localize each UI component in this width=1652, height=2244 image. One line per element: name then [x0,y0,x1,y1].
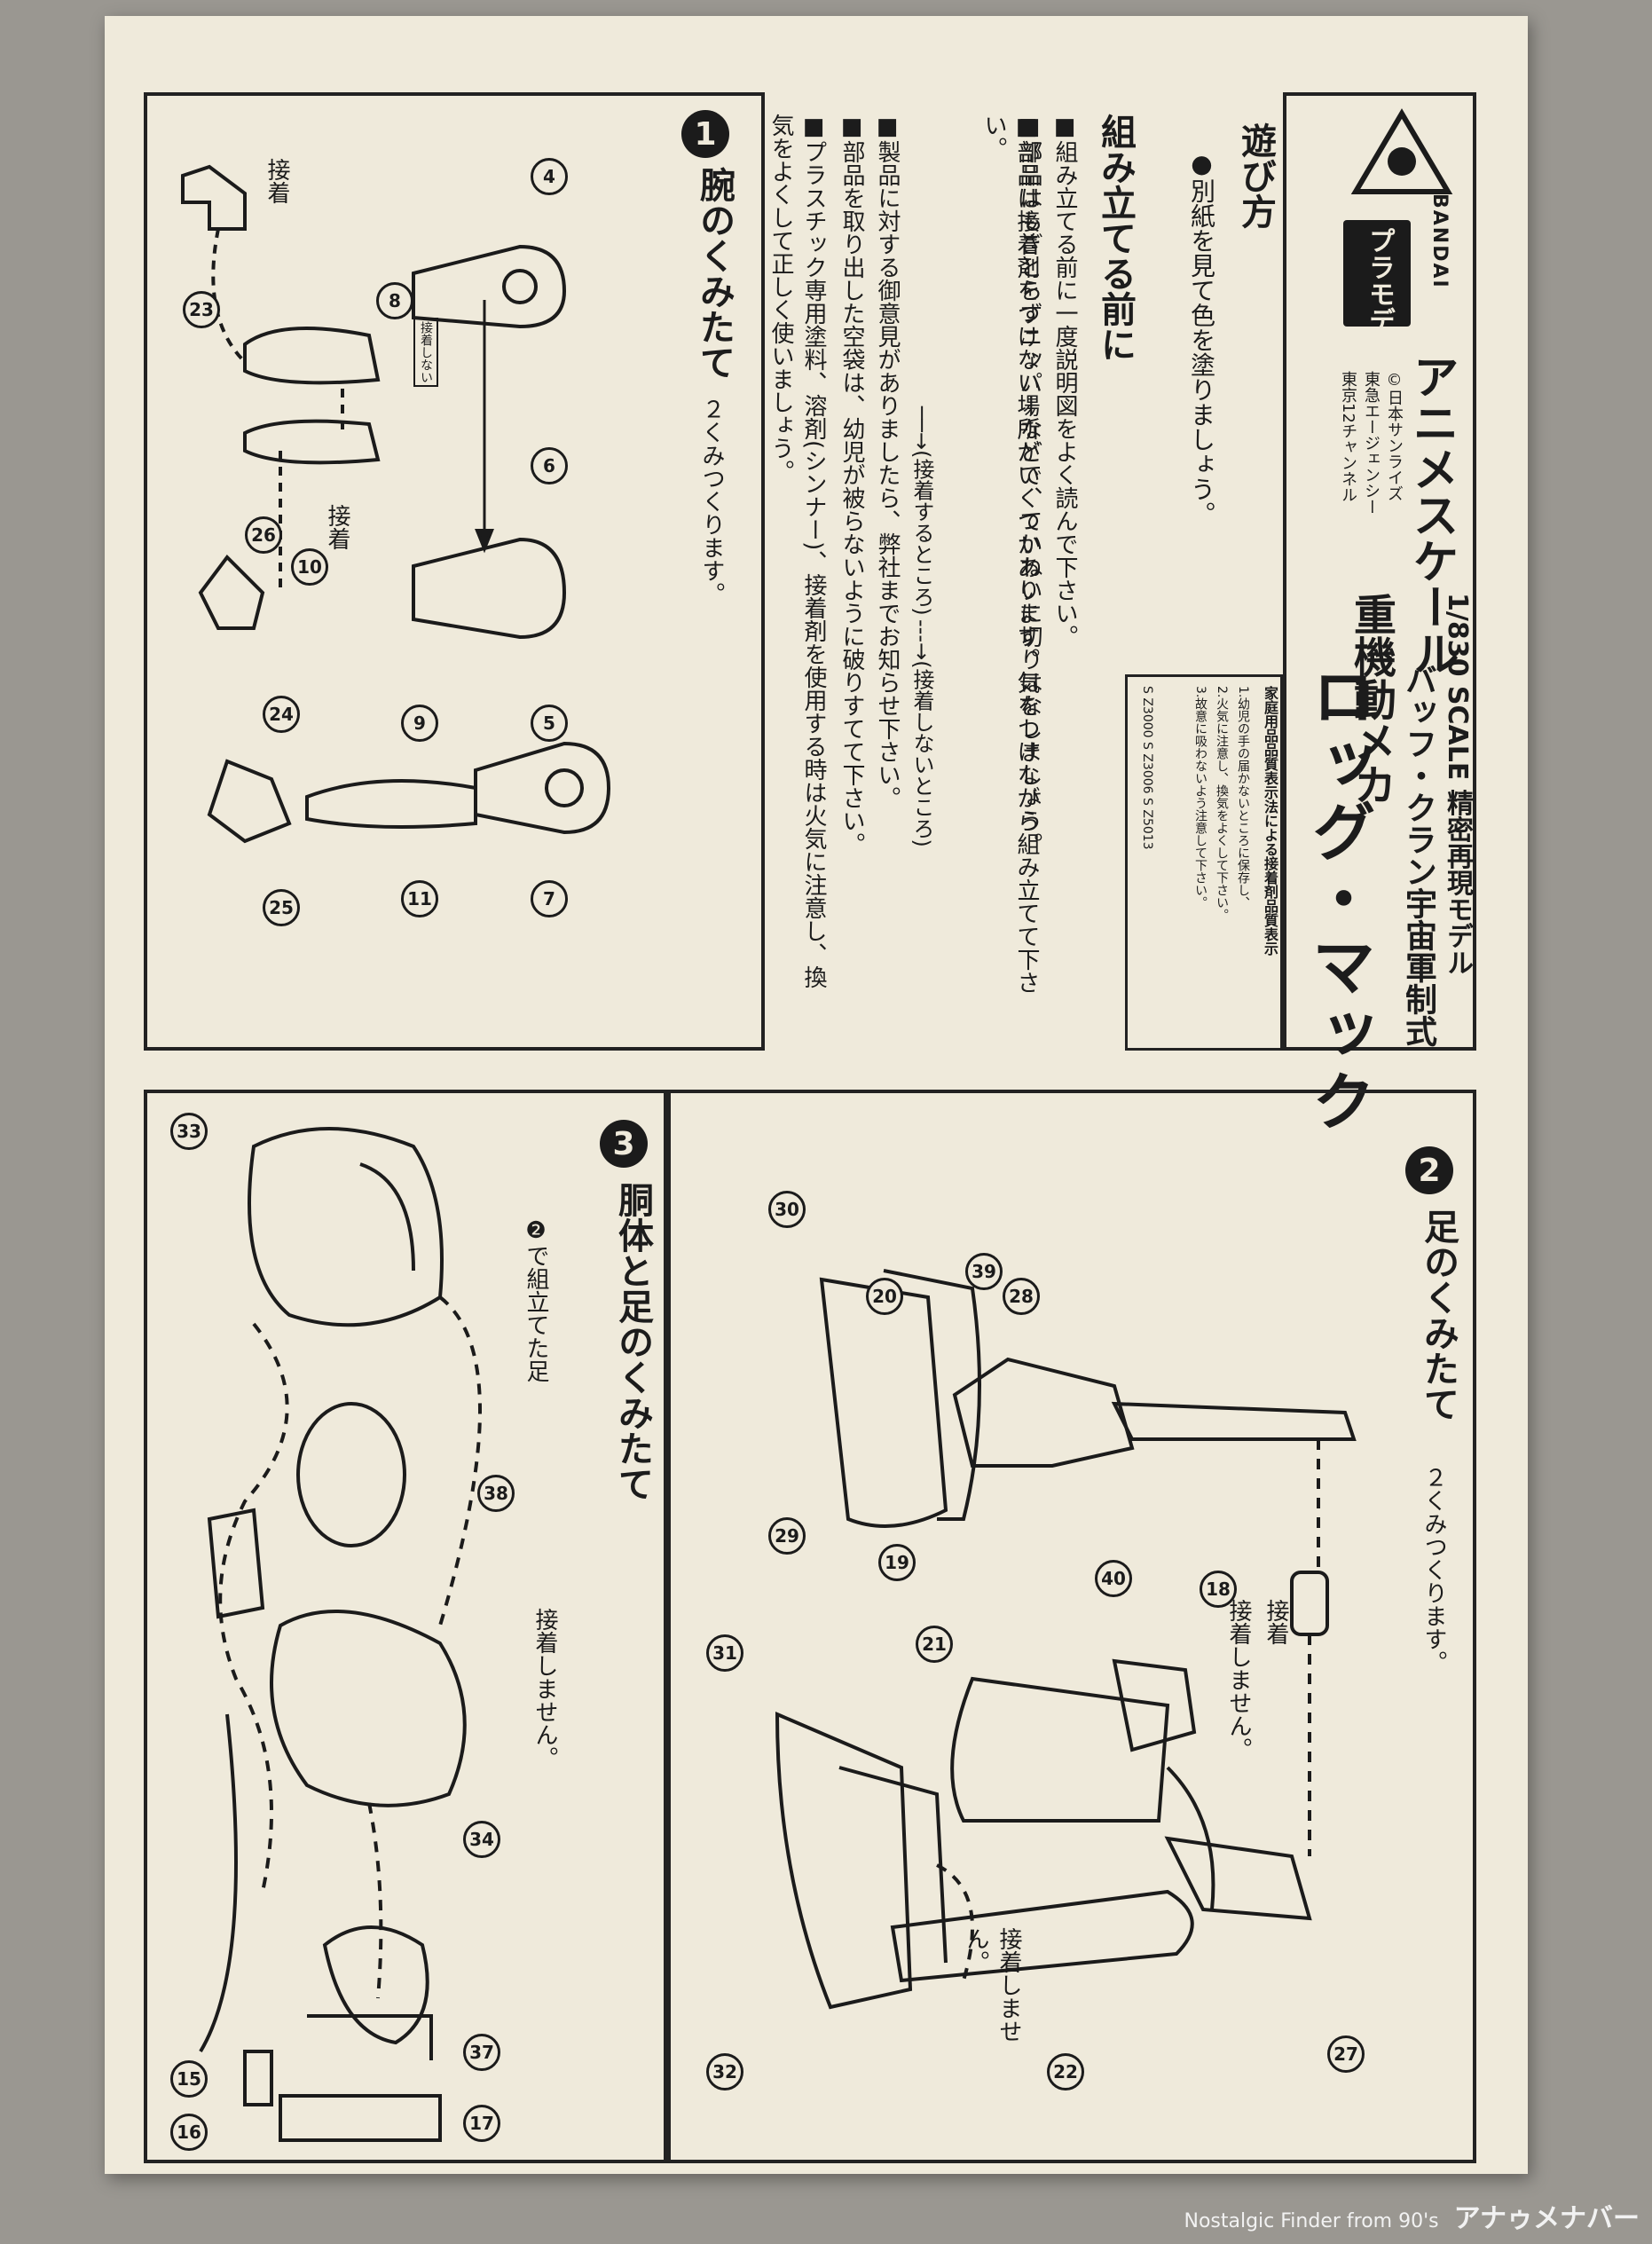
step2-title: 足のくみたて [1418,1209,1459,1421]
watermark-logo: アナゥメナバー [1453,2203,1640,2234]
brand-name: BANDAI [1428,193,1451,289]
step1-part-24: 24 [263,696,300,733]
mecha-type: 重機動メカ [1346,593,1396,806]
step2-panel: 2 足のくみたて ２くみつくります。 接着 接着しません。 接着しません。 [667,1090,1476,2163]
step3-title: 胴体と足のくみたて [612,1182,653,1501]
step1-part-6: 6 [531,447,568,484]
step2-noglue-label-2: 接着しません。 [963,1927,1022,2043]
safety-box: 家庭用品品質表示法による接着剤品質表示 1.幼児の手の届かないところに保存し、 … [1125,674,1283,1051]
before-item-4: ■製品に対する御意見がありましたら、弊社までお知らせ下さい。 [874,114,901,809]
step2-noglue-label: 接着しません。 [1225,1599,1252,1760]
step1-part-7: 7 [531,880,568,917]
howto-title: 遊び方 [1235,122,1276,229]
scale-text: 1/830 SCALE 精密再現モデル [1442,593,1473,976]
step2-part-31: 31 [706,1634,743,1672]
step1-part-25: 25 [263,889,300,926]
step2-part-40: 40 [1095,1560,1132,1597]
before-item-3: ■部品は接着剤をつけない場所がいくつかあります。気をつけながら組み立てて下さい。 [980,114,1040,994]
step1-glue-label-bottom: 接着 [324,504,350,550]
plamodel-badge: プラモデル [1343,220,1411,360]
safety-line-1: 1.幼児の手の届かないところに保存し、 [1236,686,1250,909]
step1-number: 1 [681,110,729,158]
safety-title: 家庭用品品質表示法による接着剤品質表示 [1262,686,1278,956]
step1-glue-label-top: 接着 [264,158,290,204]
step1-diagram [181,164,611,844]
before-title: 組み立てる前に [1095,114,1136,362]
step1-part-10: 10 [291,548,328,586]
before-legend-noglue: ‐‐‐→(接着しないところ) [909,619,934,847]
step1-part-26: 26 [245,516,282,554]
step1-part-23: 23 [183,291,220,328]
header-box: BANDAI プラモデル アニメスケール 1/830 SCALE 精密再現モデル… [1283,92,1476,1136]
copyright-text: ©日本サンライズ [1385,371,1404,501]
step3-panel: 3 胴体と足のくみたて ❷で組立てた足 接着しません。 [144,1090,667,2163]
step1-part-4: 4 [531,158,568,195]
before-item-6: ■プラスチック専用塗料、溶剤(シンナー)、接着剤を使用する時は火気に注意し、換気… [767,114,827,989]
step2-part-20: 20 [866,1278,903,1315]
bandai-emblem-icon [1350,108,1453,194]
channel-text: 東京12チャンネル [1339,371,1357,503]
step2-part-28: 28 [1003,1278,1040,1315]
before-item-1: ■組み立てる前に一度説明図をよく読んで下さい。 [1051,114,1078,648]
step3-part-38: 38 [477,1475,515,1512]
step2-part-22: 22 [1047,2053,1084,2090]
step2-part-21: 21 [916,1626,953,1663]
step2-part-32: 32 [706,2053,743,2090]
before-legend-glue: ──→(接着するところ) [909,406,934,616]
safety-line-3: 3.故意に吸わないよう注意して下さい。 [1193,686,1208,909]
step2-number: 2 [1405,1146,1453,1194]
step1-noglue-tag: 接着しない [413,318,438,387]
step2-part-27: 27 [1327,2035,1365,2073]
subtitle-text: バッフ・クラン宇宙軍制式 [1400,664,1436,1047]
before-item-5: ■部品を取り出した空袋は、幼児が被らないように破りすてて下さい。 [838,114,865,855]
step3-number: 3 [600,1120,648,1168]
plamodel-text: プラモデル [1364,227,1395,360]
step2-glue-label: 接着 [1263,1599,1289,1645]
step3-part-33: 33 [170,1113,208,1150]
step1-title: 腕のくみたて [694,167,735,380]
step2-part-39: 39 [965,1253,1003,1290]
step3-part-15: 15 [170,2060,208,2098]
step3-part-34: 34 [463,1821,500,1858]
step2-note: ２くみつくります。 [1420,1466,1447,1673]
howto-text: ●別紙を見て色を塗りましょう。 [1187,149,1216,526]
step3-diagram [199,1127,482,2142]
step1-part-5: 5 [531,705,568,742]
brand-logo [1349,108,1455,197]
watermark: Nostalgic Finder from 90's アナゥメナバー [1184,2196,1640,2235]
step2-diagram [775,1269,1357,2010]
series-name: アニメスケール [1404,353,1458,676]
before-item-2: ■部品はもぎとらずニッパーなどで、ていねいに切りはなしましょう。 [1016,114,1042,855]
step1-note: ２くみつくります。 [698,398,725,605]
step3-part-17: 17 [463,2105,500,2142]
step3-part-16: 16 [170,2114,208,2151]
step1-part-9: 9 [401,705,438,742]
step2-part-29: 29 [768,1517,806,1555]
step2-part-19: 19 [878,1544,916,1581]
safety-line-2: 2.火気に注意し、換気をよくして下さい。 [1215,686,1229,922]
step2-part-30: 30 [768,1191,806,1228]
safety-codes: S Z3000 S Z3006 S Z5013 [1140,686,1154,850]
step3-part-37: 37 [463,2034,500,2071]
watermark-text: Nostalgic Finder from 90's [1184,2210,1439,2232]
step3-noglue-label: 接着しません。 [531,1608,558,1769]
instruction-sheet: BANDAI プラモデル アニメスケール 1/830 SCALE 精密再現モデル… [105,16,1528,2174]
step3-note: ❷で組立てた足 [523,1217,549,1382]
step1-part-11: 11 [401,880,438,917]
step1-panel: 1 腕のくみたて ２くみつくります。 [144,92,765,1051]
step1-part-8: 8 [376,282,413,319]
product-name: ロッグ・マック [1301,664,1375,1136]
agency-text: 東急エージェンシー [1362,371,1381,515]
step2-part-18: 18 [1200,1571,1237,1608]
